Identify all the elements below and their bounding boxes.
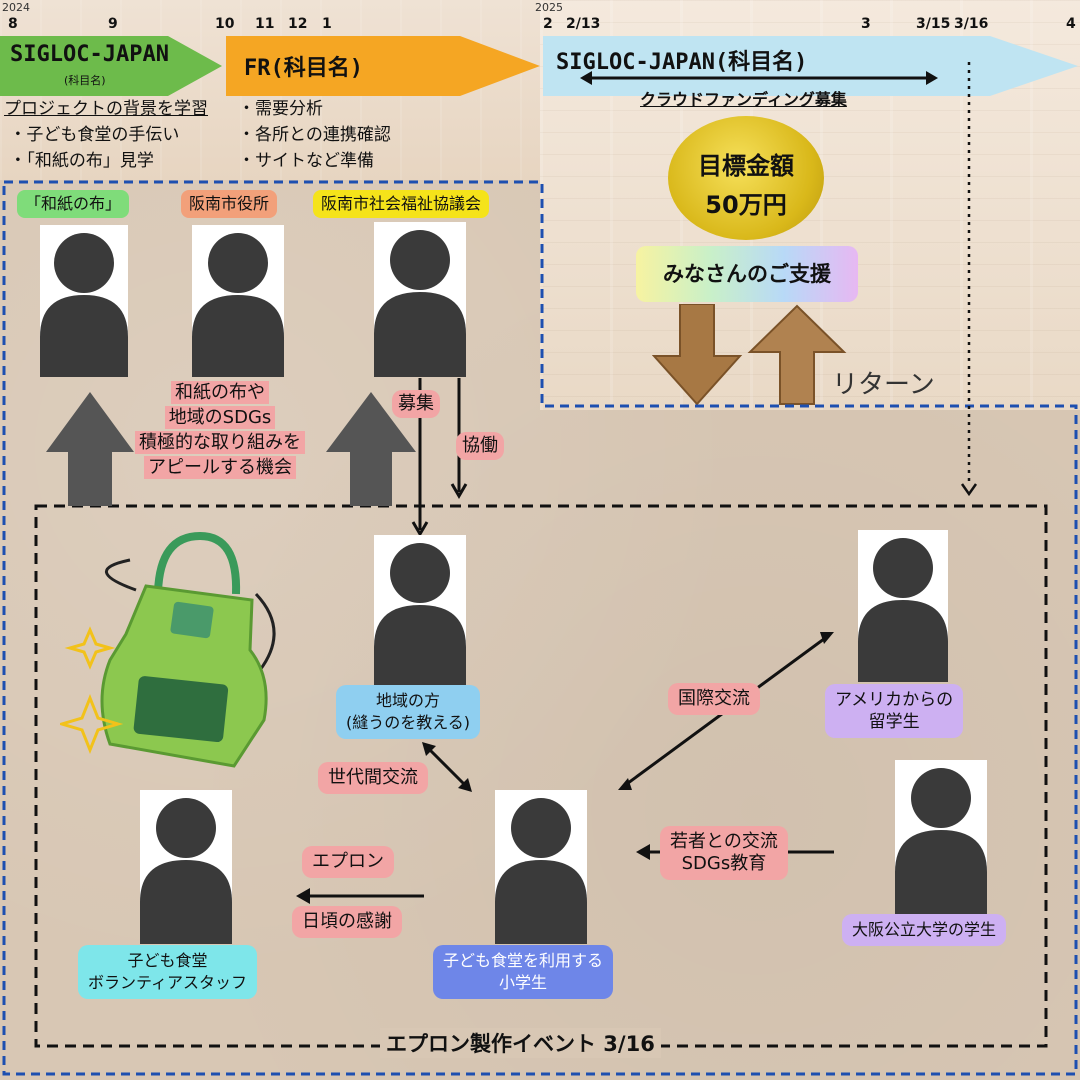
partner-benefit-text: 和紙の布や 地域のSDGs 積極的な取り組みを アピールする機会: [120, 380, 320, 480]
recruit-label: 募集: [392, 390, 440, 418]
goal-amount-badge: 目標金額 50万円: [668, 116, 824, 240]
month-label: 3/15: [916, 16, 951, 32]
osaka-students-label: 大阪公立大学の学生: [842, 914, 1007, 946]
month-label: 11: [255, 16, 275, 32]
volunteers-label: 子ども食堂ボランティアスタッフ: [78, 945, 258, 999]
month-label: 8: [8, 16, 18, 32]
phase1-title: SIGLOC-JAPAN: [10, 42, 169, 67]
person-icon: [895, 760, 987, 915]
person-icon: [140, 790, 232, 944]
month-label: 3/16: [954, 16, 989, 32]
partner-tag-welfare-council: 阪南市社会福祉協議会: [313, 190, 490, 218]
month-label: 10: [215, 16, 235, 32]
list-item: ・サイトなど準備: [238, 151, 374, 171]
crowdfunding-label: クラウドファンディング募集: [640, 90, 847, 109]
goal-amount: 50万円: [705, 191, 787, 219]
support-label: みなさんのご支援: [636, 246, 858, 302]
event-title: エプロン製作イベント 3/16: [380, 1028, 661, 1058]
phase3-title: SIGLOC-JAPAN(科目名): [556, 50, 808, 75]
international-exchange-label: 国際交流: [668, 683, 760, 715]
us-students-label: アメリカからの留学生: [825, 684, 964, 738]
person-icon: [858, 530, 948, 682]
person-icon: [374, 222, 466, 377]
timeline-arrows: [0, 36, 1078, 96]
down-arrow-icon: [652, 304, 743, 406]
benefit-up-arrow-left: [46, 392, 134, 506]
year-label-2025: 2025: [535, 1, 563, 14]
month-label: 2/13: [566, 16, 601, 32]
list-item: ・子ども食堂の手伝い: [4, 125, 180, 145]
year-label-2024: 2024: [2, 1, 30, 14]
apron-gift-label: エプロン: [302, 846, 394, 878]
local-residents-label: 地域の方(縫うのを教える): [336, 685, 481, 739]
phase1-list: プロジェクトの背景を学習 ・子ども食堂の手伝い ・「和紙の布」見学: [4, 96, 208, 174]
return-label: リターン: [832, 370, 935, 400]
person-icon: [374, 535, 466, 689]
list-item: ・各所との連携確認: [238, 125, 391, 145]
kids-label: 子ども食堂を利用する小学生: [433, 945, 614, 999]
phase1-heading: プロジェクトの背景を学習: [4, 99, 208, 119]
phase1-subtitle: (科目名): [64, 74, 106, 87]
list-item: ・需要分析: [238, 99, 323, 119]
apron-illustration: [60, 531, 276, 768]
support-return-arrows: [652, 304, 847, 406]
benefit-up-arrow-right: [326, 392, 416, 506]
thanks-label: 日頃の感謝: [292, 906, 402, 938]
phase3-arrow: [543, 36, 1078, 96]
phase2-list: ・需要分析 ・各所との連携確認 ・サイトなど準備: [238, 96, 391, 174]
phase1-arrow: [0, 36, 222, 96]
month-label: 1: [322, 16, 332, 32]
intergenerational-label: 世代間交流: [318, 762, 428, 794]
phase2-arrow: [226, 36, 540, 96]
person-icon: [40, 225, 128, 377]
person-icon: [495, 790, 587, 944]
month-label: 4: [1066, 16, 1076, 32]
month-label: 2: [543, 16, 553, 32]
crowdfunding-period-arrow: [580, 71, 938, 85]
month-label: 12: [288, 16, 308, 32]
month-label: 9: [108, 16, 118, 32]
collaborate-label: 協働: [456, 432, 504, 460]
goal-label: 目標金額: [698, 152, 794, 180]
up-arrow-icon: [747, 304, 847, 405]
person-icon: [192, 225, 284, 377]
phase2-title: FR(科目名): [244, 56, 363, 81]
list-item: ・「和紙の布」見学: [4, 151, 154, 171]
month-label: 3: [861, 16, 871, 32]
partner-tag-washi: 「和紙の布」: [17, 190, 130, 218]
partner-tag-city-office: 阪南市役所: [181, 190, 278, 218]
